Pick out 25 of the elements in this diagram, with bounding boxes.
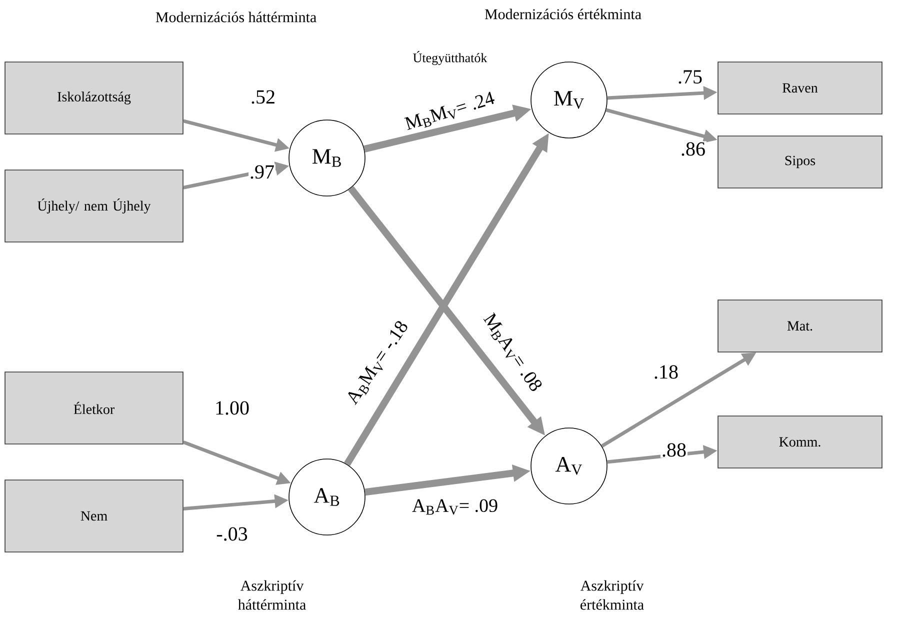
- edge-label: .88: [660, 442, 688, 458]
- indicator-box: Sipos: [718, 136, 882, 188]
- edge-label: A$_{B}$M$_{V}$= -.18: [343, 318, 413, 408]
- indicator-box: Mat.: [718, 300, 882, 352]
- indicator-box: Nem: [4, 480, 184, 552]
- edge-label: .18: [652, 364, 680, 380]
- edge-label: A$_{B}$A$_{V}$= .09: [410, 498, 500, 516]
- edge-label: .52: [250, 89, 276, 105]
- caption-text: Modernizációs értékminta: [484, 8, 642, 20]
- edge-label: .86: [680, 141, 706, 157]
- edge-label: .97: [248, 164, 276, 180]
- edge-label: .75: [676, 69, 704, 85]
- indicator-box: Életkor: [4, 372, 184, 444]
- indicator-box: Iskolázottság: [4, 62, 184, 134]
- indicator-box: Raven: [718, 62, 882, 114]
- caption-text: Modernizációs háttérminta: [156, 12, 316, 22]
- edge-label: 1.00: [214, 400, 250, 416]
- edge-label: M$_{B}$M$_{V}$= .24: [402, 90, 498, 134]
- caption-text: Aszkriptív értékminta: [580, 580, 644, 610]
- indicator-box: Újhely/ nem Újhely: [4, 170, 184, 242]
- caption-text: Útegyütthatók: [413, 51, 488, 65]
- caption-text: Aszkriptív háttérminta: [238, 580, 306, 610]
- edge-label: -.03: [215, 526, 249, 542]
- edge-label: M$_{B}$A$_{V}$= .08: [479, 310, 545, 396]
- indicator-box: Komm.: [718, 416, 882, 468]
